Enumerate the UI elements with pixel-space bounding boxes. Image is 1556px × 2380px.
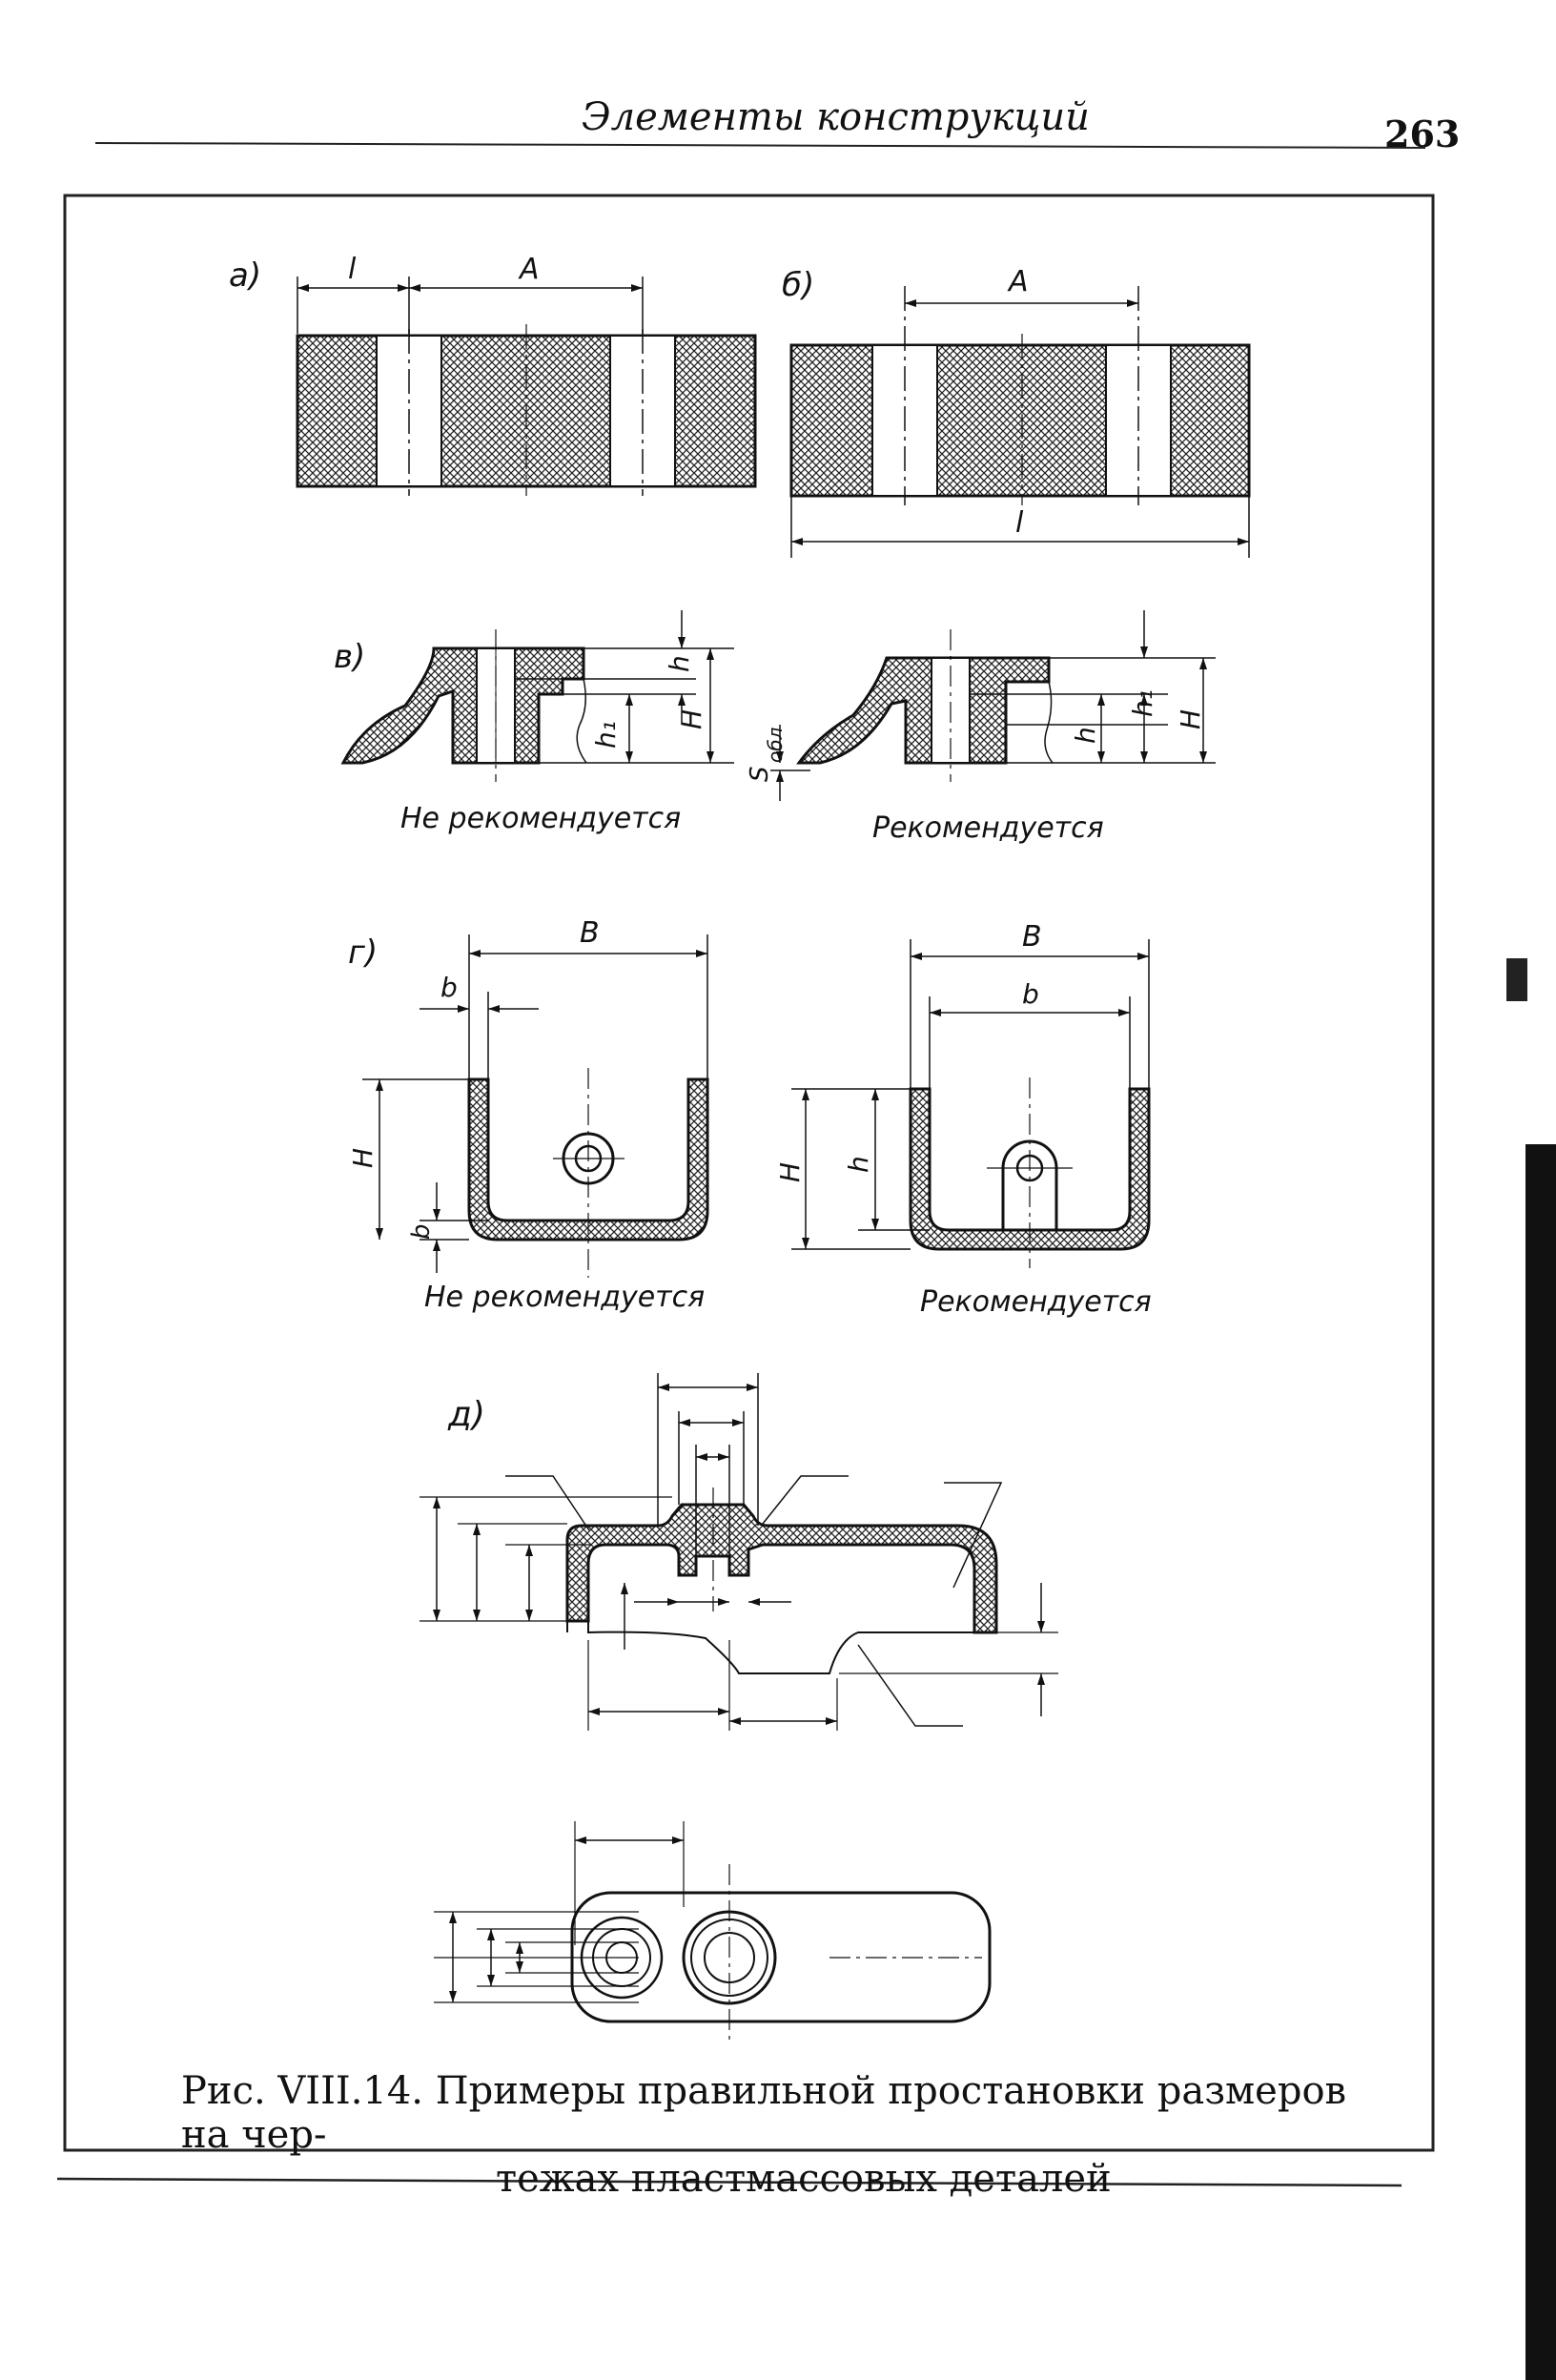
dim-h-g-right: h bbox=[843, 1156, 874, 1173]
figure-frame bbox=[63, 194, 1435, 2152]
dim-H-g-left: H bbox=[347, 1148, 379, 1168]
panel-g: г) B b H b Не рекомендуется bbox=[347, 916, 1152, 1319]
caption-line-2: тежах пластмассовых деталей bbox=[496, 2157, 1112, 2201]
box-g-left bbox=[467, 1077, 709, 1241]
panel-label-a: а) bbox=[229, 256, 261, 295]
note-not-recommended-g: Не рекомендуется bbox=[424, 1281, 705, 1314]
panel-b: б) A l bbox=[782, 265, 1251, 558]
dim-h-v-left: h bbox=[664, 655, 695, 672]
note-not-recommended-v: Не рекомендуется bbox=[400, 802, 681, 835]
dim-h1-v-left: h₁ bbox=[590, 721, 622, 749]
dim-H-v-left: H bbox=[676, 709, 707, 729]
dim-B-g-left: B bbox=[580, 916, 600, 950]
bottom-rule bbox=[56, 2177, 1402, 2187]
panel-d: д) bbox=[420, 1373, 1058, 2041]
dim-s-obl: S bbox=[746, 766, 774, 782]
dim-H-g-right: H bbox=[774, 1162, 806, 1182]
section-v-right bbox=[796, 656, 1051, 765]
dim-h1-v-right: h₁ bbox=[1127, 689, 1158, 717]
dim-A-a: A bbox=[518, 253, 540, 286]
section-d bbox=[565, 1503, 998, 1634]
dim-l-a: l bbox=[348, 253, 357, 286]
note-recommended-v: Рекомендуется bbox=[872, 811, 1104, 845]
header-rule bbox=[94, 142, 1426, 149]
dim-b-g-right: b bbox=[1022, 978, 1039, 1010]
panel-label-d: д) bbox=[447, 1395, 485, 1434]
panel-a: а) l A bbox=[229, 253, 757, 496]
panel-v: в) h H h₁ Не рекомендуется bbox=[334, 610, 1216, 845]
note-recommended-g: Рекомендуется bbox=[920, 1285, 1152, 1319]
dim-b-g-left: b bbox=[440, 972, 458, 1003]
dim-b-g-vert: b bbox=[407, 1223, 436, 1240]
dim-H-v-right: H bbox=[1175, 709, 1206, 729]
plate-b bbox=[789, 343, 1251, 498]
section-v-left bbox=[340, 646, 585, 765]
running-header-title: Элементы конструкций bbox=[582, 95, 1090, 139]
dim-h-v-right: h bbox=[1070, 727, 1101, 744]
figure-caption: Рис. VIII.14. Примеры правильной простан… bbox=[181, 2069, 1354, 2201]
panel-label-v: в) bbox=[334, 638, 365, 676]
panel-label-b: б) bbox=[782, 266, 814, 304]
dim-obl-sub: обл bbox=[764, 727, 787, 763]
dim-A-b: A bbox=[1007, 265, 1029, 298]
dim-B-g-right: B bbox=[1022, 920, 1042, 954]
dim-l-b: l bbox=[1015, 506, 1024, 540]
caption-line-1: Рис. VIII.14. Примеры правильной простан… bbox=[181, 2069, 1347, 2157]
scan-edge bbox=[1525, 1144, 1556, 2380]
panel-label-g: г) bbox=[348, 934, 378, 972]
